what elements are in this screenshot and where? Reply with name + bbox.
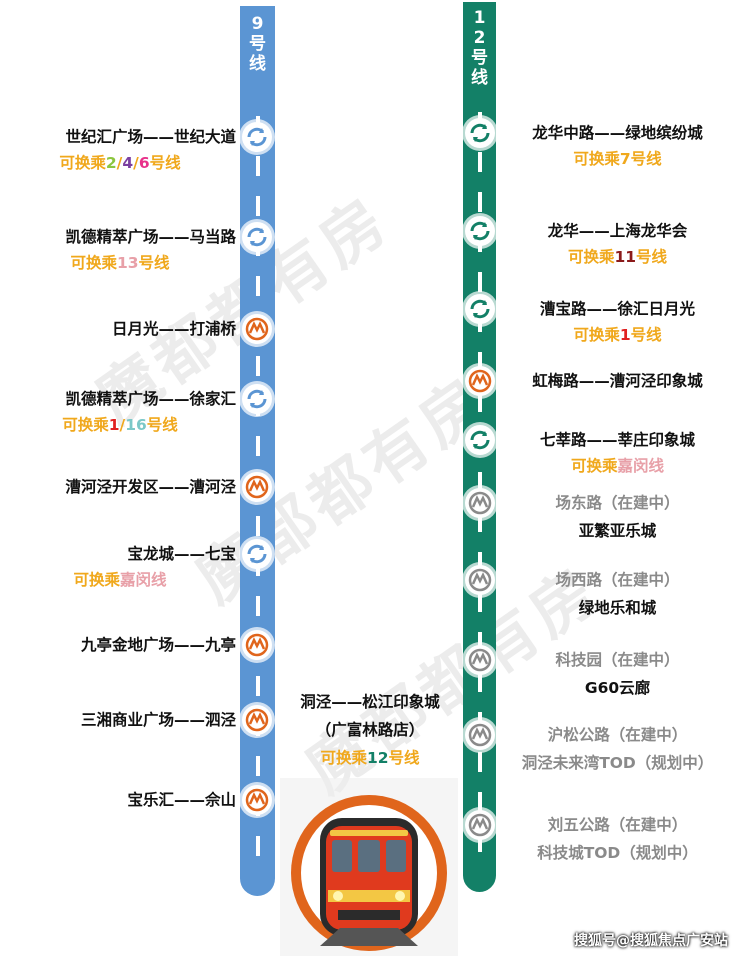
- line-9-station-icon: [242, 472, 272, 502]
- line-12-station-subname: 科技城TOD（规划中）: [537, 844, 698, 862]
- line-9-station-name: 凯德精萃广场——马当路: [65, 228, 236, 246]
- line-12-station-subname: 洞泾未来湾TOD（规划中）: [521, 754, 714, 772]
- line-9-station-icon: [242, 222, 272, 252]
- line-12-station-name: 漕宝路——徐汇日月光: [539, 300, 695, 318]
- line-12-station-transfer: 可换乘嘉闵线: [570, 457, 665, 475]
- credit-text: 搜狐号@搜狐焦点广安站: [574, 933, 728, 949]
- line-9-station-transfer: 可换乘嘉闵线: [73, 571, 167, 589]
- line-12-station-name: 场东路（在建中）: [555, 494, 680, 512]
- line-9-station-name: 世纪汇广场——世纪大道: [65, 128, 236, 146]
- line-9-station-icon: [242, 630, 272, 660]
- line-12-station-name: 刘五公路（在建中）: [547, 816, 688, 834]
- line-12-title-char: 2: [473, 28, 486, 48]
- line-12-title: 1 2 号 线: [463, 8, 496, 88]
- line-9-station-name: 漕河泾开发区——漕河泾: [65, 478, 236, 496]
- line-9-station-name: 宝乐汇——佘山: [127, 791, 236, 809]
- line-9-station-transfer: 可换乘2/4/6号线: [59, 154, 181, 172]
- line-9-station-name: 日月光——打浦桥: [111, 320, 236, 338]
- line-12-title-char: 号: [471, 48, 488, 68]
- line-12-station-icon: [465, 216, 495, 246]
- line-12-station-name: 科技园（在建中）: [555, 651, 680, 669]
- line-12-station-icon: [465, 425, 495, 455]
- train-illustration: [280, 778, 458, 956]
- center-station-transfer: 可换乘12号线: [320, 749, 420, 767]
- line-12-station-name: 龙华中路——绿地缤纷城: [532, 124, 703, 142]
- line-9-station-icon: [242, 122, 272, 152]
- line-9-station-name: 九亭金地广场——九亭: [80, 636, 236, 654]
- line-12-station-subname: 绿地乐和城: [578, 599, 657, 617]
- line-9-station-transfer: 可换乘1/16号线: [62, 416, 178, 434]
- center-station-subname: （广富林路店）: [315, 721, 425, 739]
- center-station-name: 洞泾——松江印象城: [300, 693, 440, 711]
- train-icon: [280, 778, 458, 956]
- line-12-station-icon: [465, 565, 495, 595]
- line-12-station-name: 七莘路——莘庄印象城: [539, 431, 695, 449]
- line-9-station-icon: [242, 539, 272, 569]
- line-12-station-name: 虹梅路——漕河泾印象城: [532, 372, 703, 390]
- line-12-station-icon: [465, 720, 495, 750]
- line-12-station-icon: [465, 294, 495, 324]
- line-9-title-char: 号: [249, 34, 266, 54]
- line-9-station-icon: [242, 384, 272, 414]
- line-12-station-icon: [465, 810, 495, 840]
- line-12-station-icon: [465, 118, 495, 148]
- line-9-station-name: 宝龙城——七宝: [127, 545, 236, 563]
- line-12-title-char: 1: [473, 8, 486, 28]
- line-9-station-icon: [242, 785, 272, 815]
- line-12-station-transfer: 可换乘11号线: [567, 248, 668, 266]
- line-12-title-char: 线: [471, 68, 488, 88]
- line-12-station-subname: G60云廊: [584, 679, 651, 697]
- line-9-station-name: 凯德精萃广场——徐家汇: [65, 390, 236, 408]
- line-9-title: 9 号 线: [240, 14, 275, 74]
- line-12-station-icon: [465, 645, 495, 675]
- line-12-station-transfer: 可换乘1号线: [573, 326, 662, 344]
- line-9-station-transfer: 可换乘13号线: [70, 254, 170, 272]
- line-9-station-name: 三湘商业广场——泗泾: [80, 711, 236, 729]
- line-12-station-icon: [465, 366, 495, 396]
- line-12-station-icon: [465, 488, 495, 518]
- line-12-station-name: 场西路（在建中）: [555, 571, 680, 589]
- line-12-station-subname: 亚繁亚乐城: [578, 522, 657, 540]
- line-9-station-icon: [242, 314, 272, 344]
- line-9-title-char: 线: [249, 54, 266, 74]
- line-12-station-name: 龙华——上海龙华会: [547, 222, 688, 240]
- line-12-station-transfer: 可换乘7号线: [573, 150, 662, 168]
- line-12-station-name: 沪松公路（在建中）: [547, 726, 688, 744]
- line-9-station-icon: [242, 705, 272, 735]
- line-9-title-char: 9: [251, 14, 264, 34]
